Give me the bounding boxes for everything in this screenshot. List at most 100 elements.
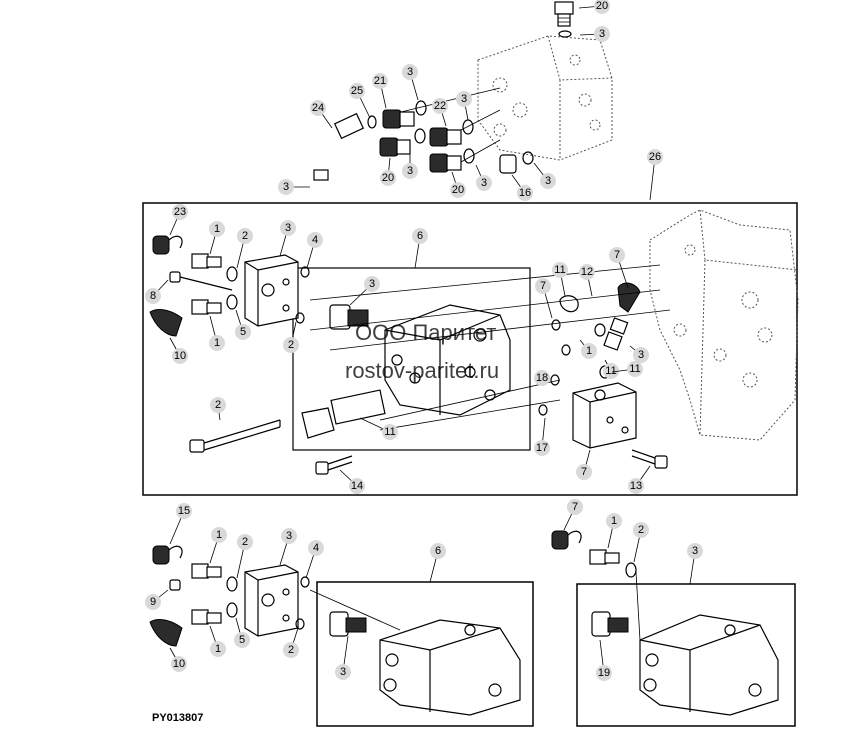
callout-number: 10 [174, 350, 186, 362]
callout-badge [211, 527, 227, 543]
callout-number: 5 [240, 326, 246, 338]
callout-3: 3 [579, 26, 610, 42]
callout-number: 19 [598, 667, 610, 679]
callout-badge [307, 232, 323, 248]
callout-10: 10 [169, 647, 187, 672]
callout-badge [237, 228, 253, 244]
callout-badge [210, 641, 226, 657]
callout-badge [210, 397, 226, 413]
callout-17: 17 [534, 417, 550, 456]
callout-number: 15 [178, 505, 190, 517]
callout-3: 3 [402, 64, 419, 101]
leader-lines-main [309, 264, 671, 431]
callout-20: 20 [578, 0, 610, 14]
callout-number: 13 [630, 480, 642, 492]
callout-badge [176, 503, 192, 519]
block-13 [572, 382, 637, 449]
callout-badge [209, 335, 225, 351]
callout-number: 3 [545, 175, 551, 187]
callout-badge [476, 175, 492, 191]
callout-badge [534, 440, 550, 456]
callout-8: 8 [145, 279, 169, 304]
callout-number: 6 [435, 545, 441, 557]
callout-23: 23 [169, 204, 188, 236]
callout-badge [432, 98, 448, 114]
callout-number: 10 [173, 658, 185, 670]
callout-25: 25 [349, 83, 371, 119]
callout-21: 21 [372, 73, 388, 109]
callout-number: 11 [384, 426, 395, 438]
callout-badge [280, 220, 296, 236]
callout-number: 5 [239, 634, 245, 646]
callout-number: 2 [288, 644, 294, 656]
callout-13: 13 [628, 465, 651, 494]
callout-number: 1 [215, 643, 221, 655]
callout-3: 3 [335, 635, 351, 680]
callout-number: 7 [614, 249, 620, 261]
callout-number: 3 [461, 93, 467, 105]
callout-number: 18 [536, 372, 548, 384]
callout-badge [552, 262, 568, 278]
callout-number: 3 [283, 181, 289, 193]
callout-badge [402, 163, 418, 179]
callout-number: 2 [638, 524, 644, 536]
valve-9-frame [316, 581, 534, 727]
block-4-bottom [244, 564, 310, 637]
callout-5: 5 [235, 309, 251, 340]
callout-badge [594, 0, 610, 14]
callout-badge [380, 170, 396, 186]
callout-20: 20 [380, 157, 396, 186]
callout-badge [687, 543, 703, 559]
valve-19 [591, 611, 779, 716]
callout-badge [237, 534, 253, 550]
callout-badge [576, 464, 592, 480]
callout-number: 26 [649, 151, 661, 163]
fitting-20-top [554, 1, 574, 38]
callout-2: 2 [210, 397, 226, 421]
callout-badge [145, 288, 161, 304]
bolt-18 [189, 419, 281, 453]
callout-badge [349, 83, 365, 99]
callout-number: 1 [586, 345, 592, 357]
callout-3: 3 [279, 220, 296, 257]
callout-badge [633, 347, 649, 363]
callout-badge [596, 665, 612, 681]
callout-badge [364, 276, 380, 292]
callout-badge [534, 370, 550, 386]
callout-3: 3 [475, 164, 492, 191]
callout-12: 12 [579, 264, 595, 297]
left-fittings-bottom [149, 545, 238, 647]
callout-number: 20 [596, 0, 608, 12]
callout-18: 18 [534, 370, 550, 386]
callout-number: 11 [554, 264, 565, 276]
valve-9 [309, 589, 521, 716]
callout-11: 11 [359, 417, 398, 440]
callout-badge [172, 348, 188, 364]
callout-badge [235, 324, 251, 340]
callout-3: 3 [279, 528, 297, 566]
callout-number: 16 [519, 187, 531, 199]
callout-1: 1 [579, 339, 597, 359]
callout-badge [647, 149, 663, 165]
callout-badge [308, 540, 324, 556]
callout-number: 24 [312, 102, 324, 114]
callout-19: 19 [596, 639, 612, 681]
callout-number: 1 [214, 223, 220, 235]
top-valve-body [477, 35, 613, 161]
callout-1: 1 [209, 315, 225, 351]
callout-badge [310, 100, 326, 116]
callout-badge [171, 656, 187, 672]
callout-badge [517, 185, 533, 201]
callout-number: 23 [174, 206, 186, 218]
callout-number: 17 [536, 442, 548, 454]
callout-badge [283, 642, 299, 658]
callout-number: 14 [351, 480, 363, 492]
callout-badge [633, 522, 649, 538]
callout-number: 3 [407, 165, 413, 177]
callout-badge [234, 632, 250, 648]
bolt-15 [315, 455, 353, 475]
callout-badge [579, 264, 595, 280]
watermark-line2: rostov-paritet.ru [345, 358, 499, 383]
callout-number: 1 [214, 337, 220, 349]
block-4-main [244, 254, 310, 327]
